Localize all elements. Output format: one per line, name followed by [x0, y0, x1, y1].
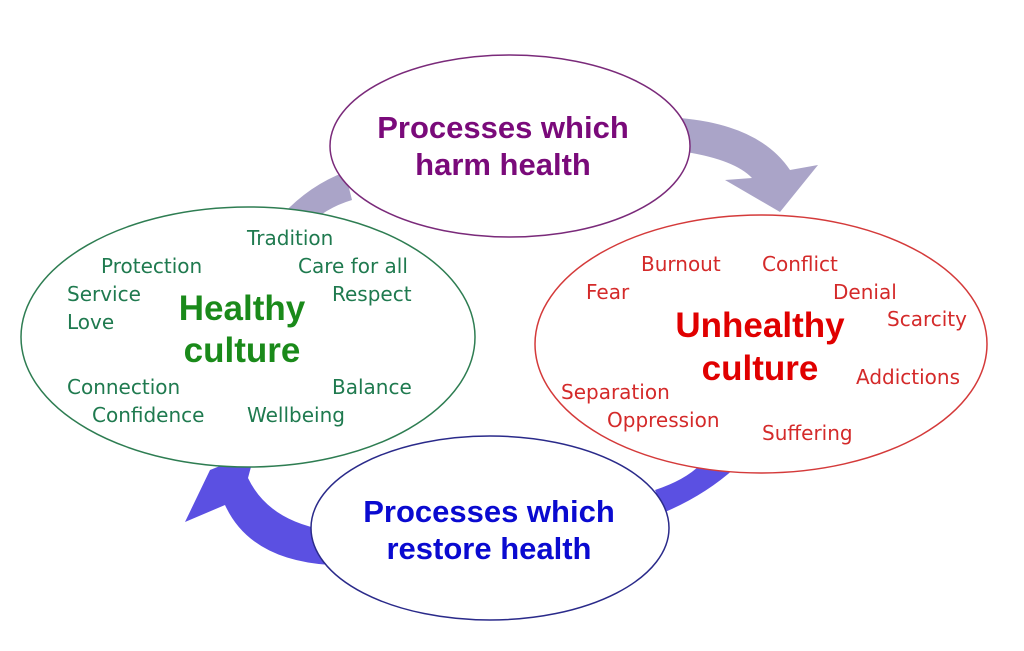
unhealthy-word: Denial	[833, 280, 897, 304]
arrow-harm-to-unhealthy-icon	[680, 118, 818, 212]
healthy-title-line2: culture	[184, 331, 301, 370]
unhealthy-word: Conflict	[762, 252, 838, 276]
healthy-word: Connection	[67, 375, 180, 399]
restore-title-line2: restore health	[386, 531, 591, 566]
unhealthy-culture-ellipse	[534, 214, 988, 474]
healthy-word: Love	[67, 310, 114, 334]
healthy-culture-ellipse	[20, 206, 476, 468]
arrow-unhealthy-to-restore	[655, 465, 735, 512]
unhealthy-word: Fear	[586, 280, 630, 304]
healthy-word: Tradition	[246, 226, 333, 250]
unhealthy-word: Addictions	[856, 365, 960, 389]
healthy-word: Balance	[332, 375, 412, 399]
healthy-word: Care for all	[298, 254, 408, 278]
healthy-word: Service	[67, 282, 141, 306]
healthy-word: Protection	[101, 254, 202, 278]
healthy-word: Confidence	[92, 403, 204, 427]
unhealthy-word: Oppression	[607, 408, 720, 432]
harm-title-line1: Processes which	[377, 110, 629, 145]
harm-title-line2: harm health	[415, 147, 591, 182]
unhealthy-word: Suffering	[762, 421, 853, 445]
unhealthy-title-line1: Unhealthy	[675, 306, 845, 345]
healthy-title-line1: Healthy	[179, 289, 306, 328]
unhealthy-word: Scarcity	[887, 307, 967, 331]
arrow-restore-to-healthy-icon	[185, 452, 330, 565]
restore-title-line1: Processes which	[363, 494, 615, 529]
healthy-word: Wellbeing	[247, 403, 345, 427]
healthy-word: Respect	[332, 282, 412, 306]
unhealthy-word: Separation	[561, 380, 670, 404]
unhealthy-title-line2: culture	[702, 349, 819, 388]
restore-processes-ellipse	[310, 435, 670, 621]
unhealthy-word: Burnout	[641, 252, 721, 276]
harm-processes-ellipse	[329, 54, 691, 238]
